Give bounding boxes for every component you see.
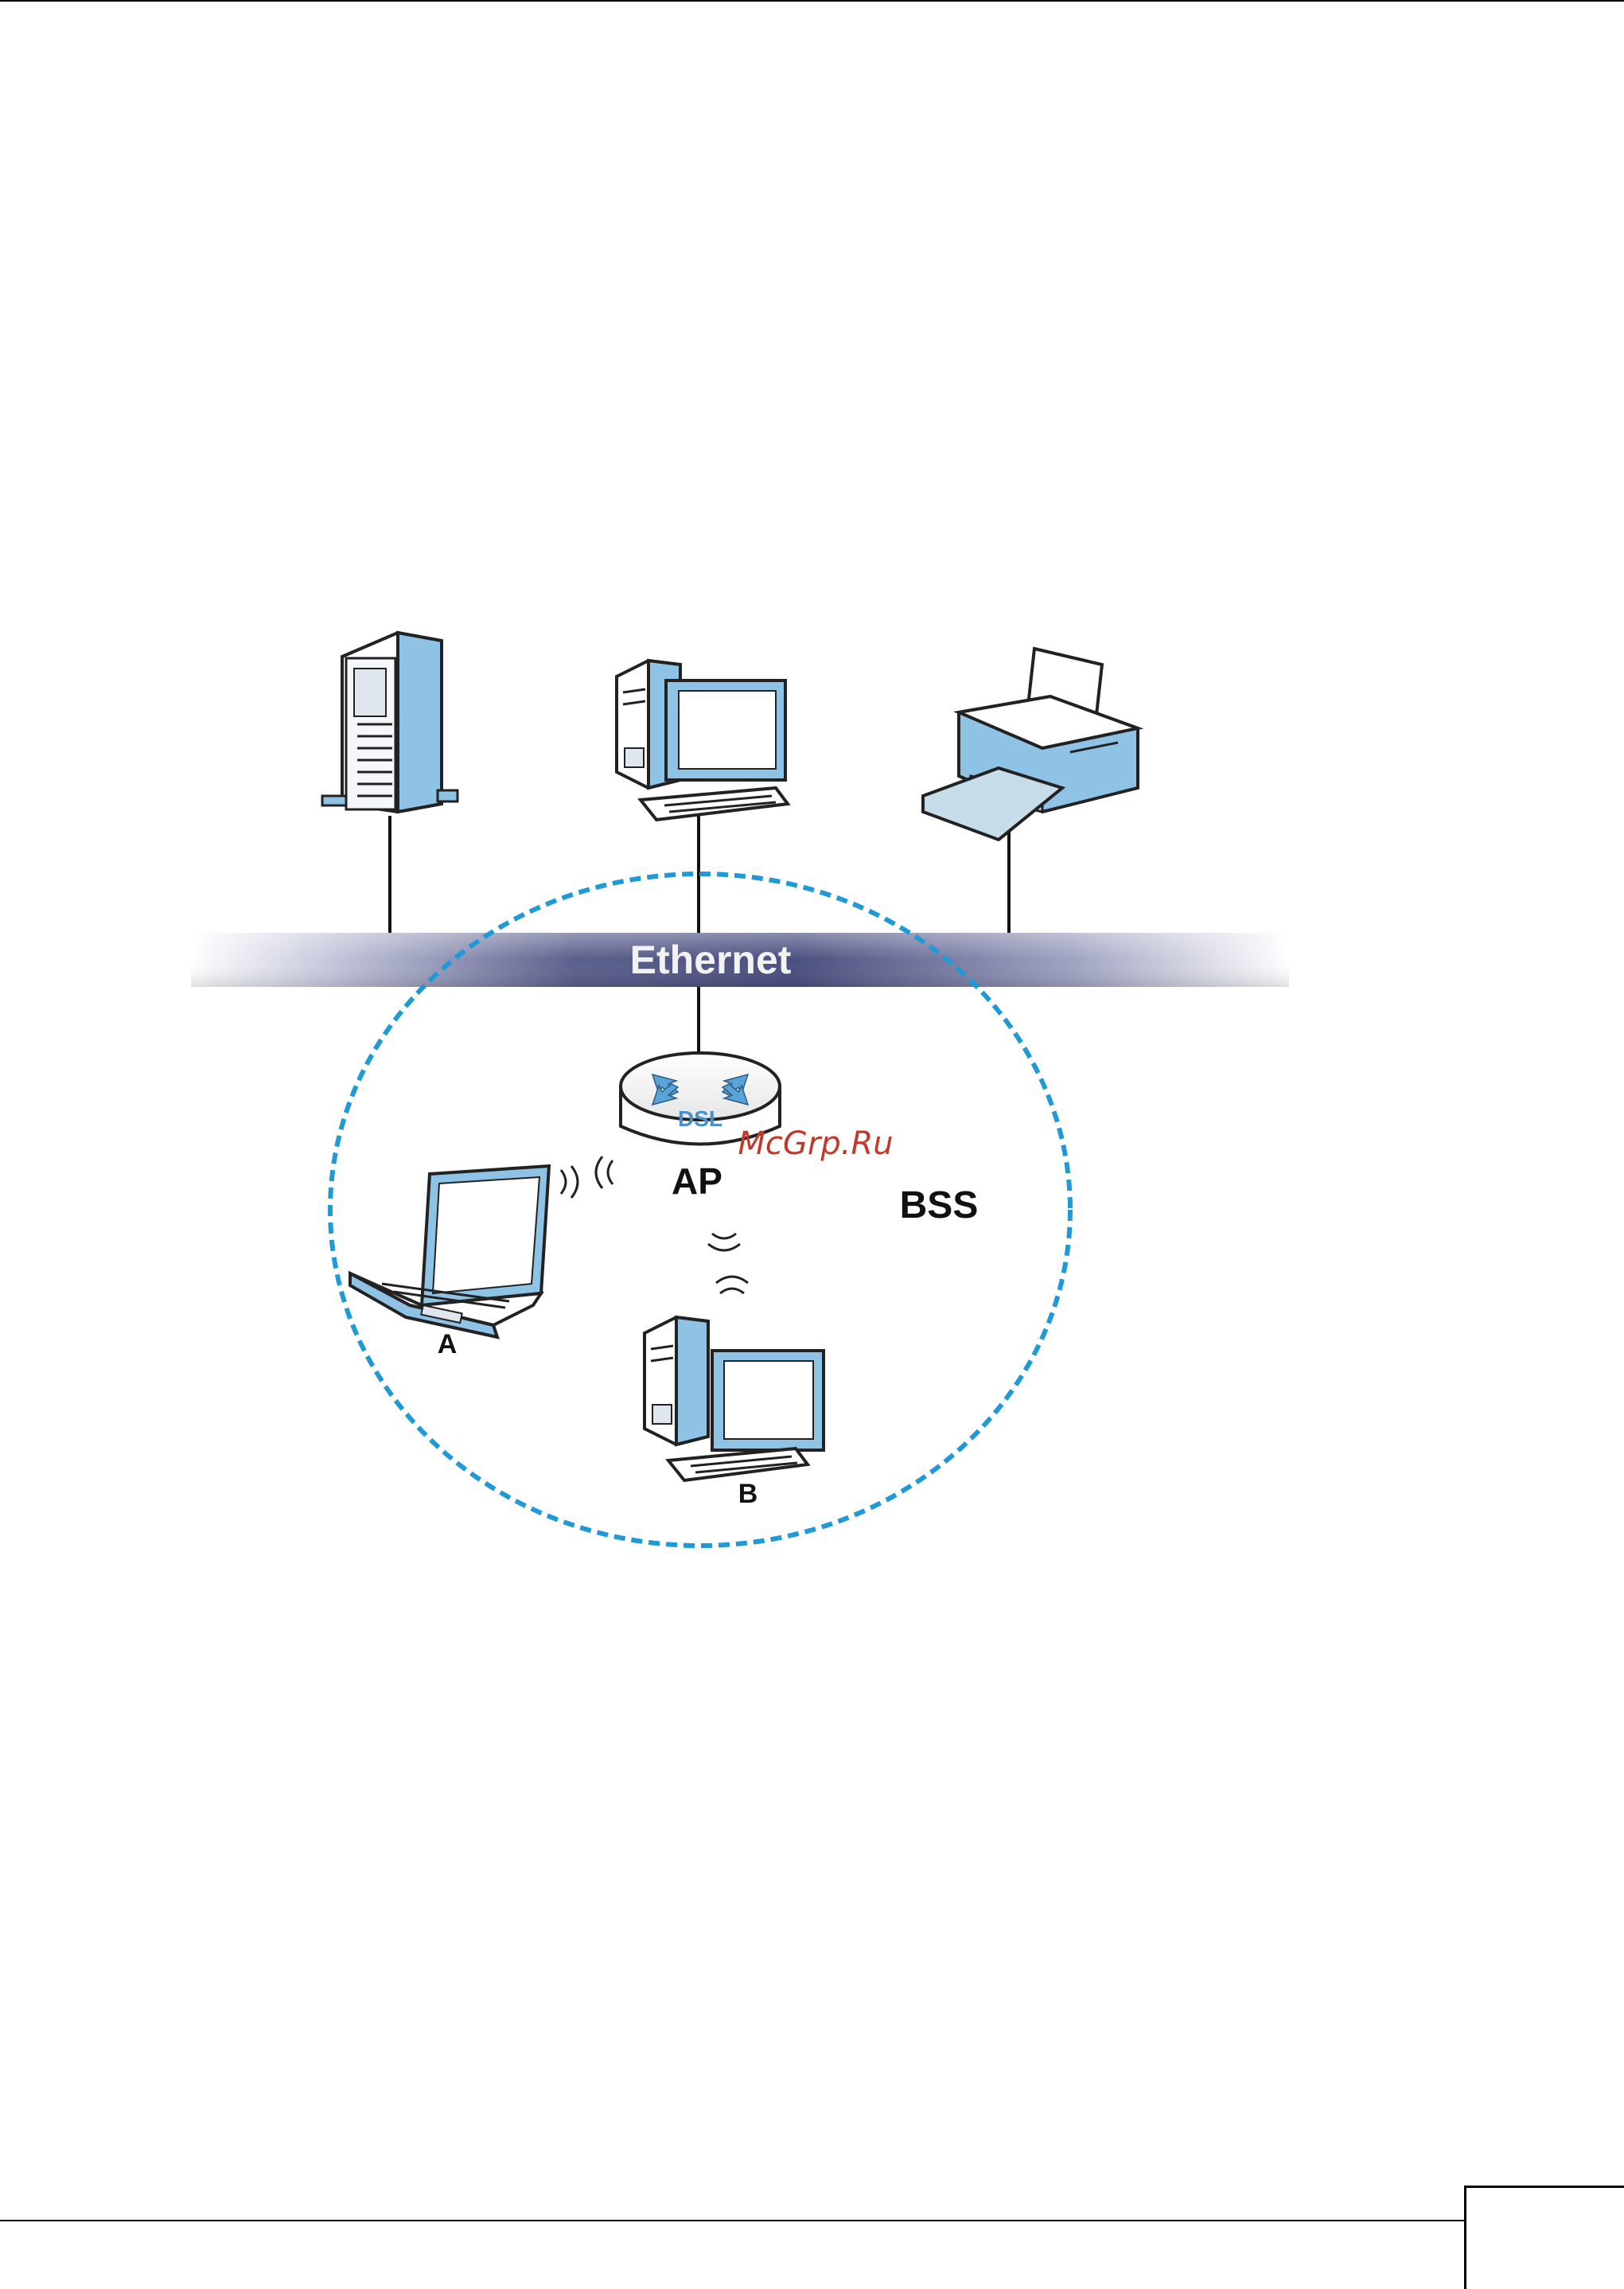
wifi-signal-icon bbox=[561, 1156, 613, 1198]
bss-label: BSS bbox=[900, 1184, 979, 1226]
ap-label: AP bbox=[672, 1160, 722, 1202]
station-b-label: B bbox=[738, 1479, 758, 1509]
desktop-computer-icon bbox=[645, 1317, 824, 1480]
laptop-icon bbox=[350, 1166, 549, 1337]
ethernet-label: Ethernet bbox=[630, 938, 792, 982]
station-a-label: A bbox=[438, 1329, 458, 1359]
wifi-signal-icon bbox=[708, 1234, 748, 1293]
printer-icon bbox=[923, 649, 1138, 840]
server-tower-icon bbox=[322, 633, 458, 812]
desktop-computer-icon bbox=[617, 661, 788, 820]
watermark-text: McGrp.Ru bbox=[738, 1125, 893, 1162]
router-badge-label: DSL bbox=[678, 1106, 722, 1131]
ethernet-backbone: Ethernet bbox=[191, 933, 1289, 987]
